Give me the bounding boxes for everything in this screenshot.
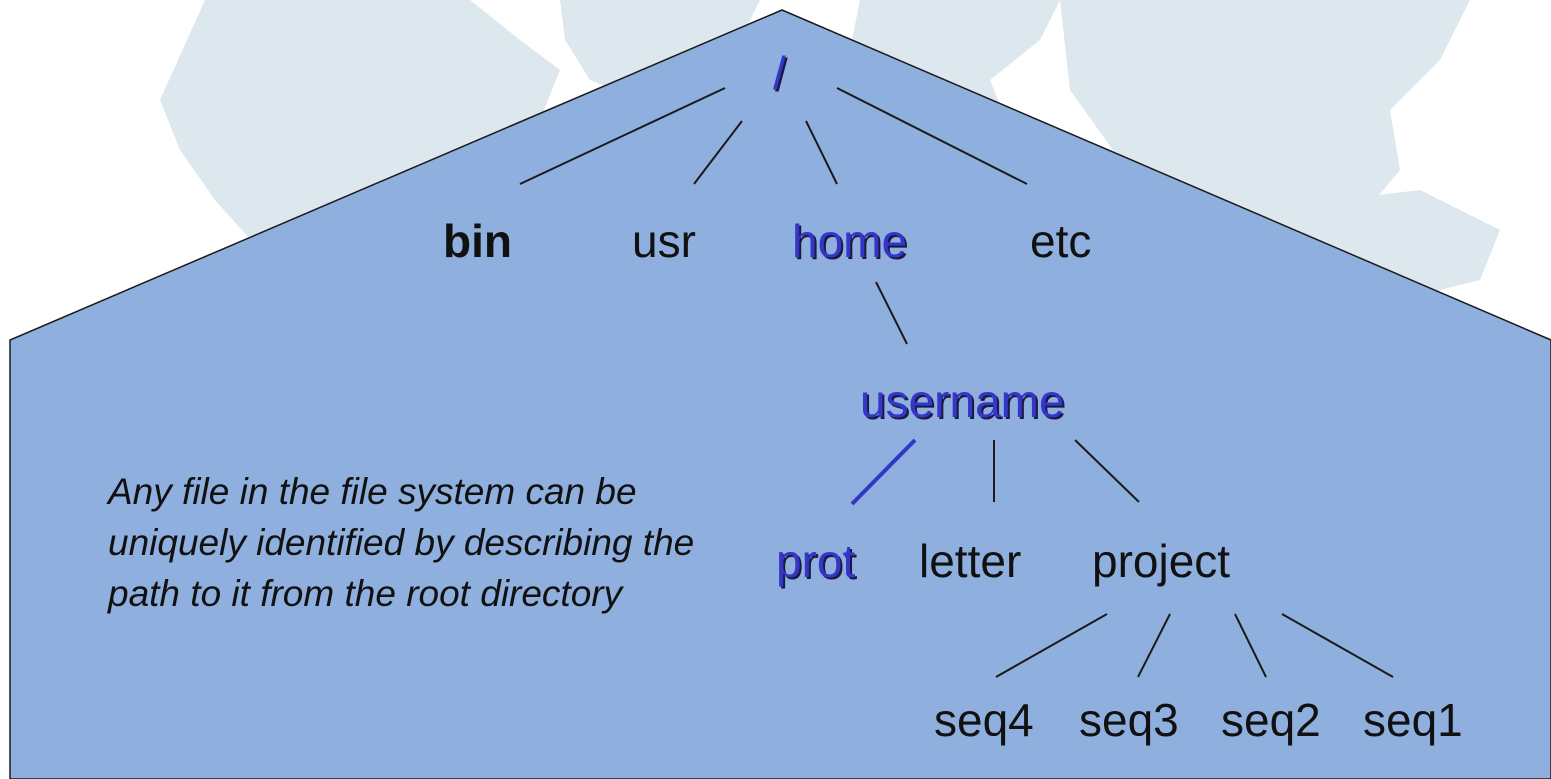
node-bin: bin [443, 215, 512, 267]
panel-shape [9, 9, 1551, 779]
node-seq2: seq2 [1221, 694, 1321, 746]
tree-edges [519, 87, 1394, 678]
node-seq4: seq4 [934, 694, 1034, 746]
node-letter: letter [919, 535, 1022, 587]
node-seq3: seq3 [1079, 694, 1179, 746]
caption-text: Any file in the file system can be uniqu… [108, 471, 695, 614]
node-project: project [1092, 535, 1231, 587]
edge-project-seq2 [1234, 613, 1267, 678]
node-usr: usr [632, 215, 696, 267]
node-home: home [792, 215, 908, 267]
node-username: username [860, 375, 1065, 427]
edge-project-seq1 [1281, 613, 1394, 678]
edge-username-project [1074, 439, 1140, 503]
node-etc: etc [1030, 215, 1092, 267]
map-landmass-north-america [160, 0, 560, 260]
edge-username-prot [850, 438, 917, 506]
edge-project-seq3 [1137, 613, 1171, 678]
edge-root-etc [836, 87, 1028, 185]
node-root: / [773, 47, 786, 99]
edge-root-home [805, 120, 838, 185]
edge-root-usr [693, 120, 743, 185]
edge-root-bin [519, 87, 726, 185]
node-prot: prot [776, 535, 856, 587]
map-landmass-greenland [560, 0, 760, 100]
edge-home-username [875, 281, 908, 345]
edge-project-seq4 [995, 613, 1108, 678]
node-seq1: seq1 [1363, 694, 1463, 746]
